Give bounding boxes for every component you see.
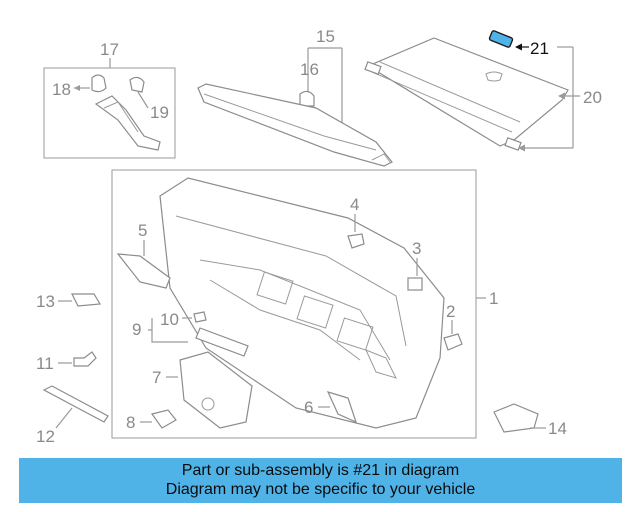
strip-12-icon — [42, 385, 109, 423]
callout-18: 18 — [52, 80, 71, 99]
loose-parts-left: 13 11 12 — [36, 292, 109, 446]
clip-19-icon — [129, 76, 145, 93]
callout-21: 21 — [530, 39, 549, 58]
cargo-cover-icon — [366, 37, 569, 147]
callout-8: 8 — [126, 413, 135, 432]
callout-5: 5 — [138, 221, 147, 240]
parts-diagram: 17 18 19 15 16 21 — [36, 27, 602, 446]
trim-6-icon — [326, 391, 357, 424]
callout-16: 16 — [300, 60, 319, 79]
group-1-box: 1 2 3 4 5 6 7 8 — [111, 169, 498, 439]
callout-6: 6 — [304, 398, 313, 417]
callout-4: 4 — [350, 195, 359, 214]
callout-1: 1 — [489, 289, 498, 308]
clip-18-icon — [91, 74, 107, 93]
part-14: 14 — [493, 403, 567, 438]
callout-12: 12 — [36, 427, 55, 446]
callout-13: 13 — [36, 292, 55, 311]
callout-20: 20 — [583, 88, 602, 107]
clip-10-icon — [193, 311, 207, 323]
bracket-9-icon — [195, 327, 249, 357]
clip-3-icon — [407, 277, 423, 291]
screw-11-icon — [73, 351, 97, 367]
info-banner: Part or sub-assembly is #21 in diagram D… — [19, 458, 622, 503]
callout-10: 10 — [160, 310, 179, 329]
banner-line-2: Diagram may not be specific to your vehi… — [165, 481, 476, 498]
upper-molding-icon — [197, 83, 393, 167]
callout-11: 11 — [36, 354, 54, 373]
group-15: 15 16 — [197, 27, 393, 167]
highlighted-part-21-icon — [488, 30, 514, 48]
callout-9: 9 — [132, 320, 141, 339]
group-17-box: 17 18 19 — [43, 40, 176, 159]
callout-2: 2 — [446, 302, 455, 321]
callout-3: 3 — [412, 239, 421, 258]
callout-14: 14 — [548, 419, 567, 438]
callout-7: 7 — [152, 368, 161, 387]
trim-bracket-icon — [94, 95, 161, 151]
clip-4-icon — [347, 233, 365, 249]
banner-line-1: Part or sub-assembly is #21 in diagram — [181, 462, 460, 479]
callout-19: 19 — [150, 103, 169, 122]
bracket-5-icon — [116, 253, 171, 289]
cargo-cover-assembly: 21 20 — [364, 30, 602, 152]
clip-16-icon — [299, 90, 315, 107]
clip-2-icon — [443, 333, 463, 351]
clip-14-icon — [493, 403, 539, 433]
callout-15: 15 — [316, 27, 335, 46]
cover-7-icon — [179, 351, 253, 429]
callout-17: 17 — [100, 40, 119, 59]
clip-13-icon — [71, 293, 102, 307]
clip-8-icon — [150, 409, 177, 429]
